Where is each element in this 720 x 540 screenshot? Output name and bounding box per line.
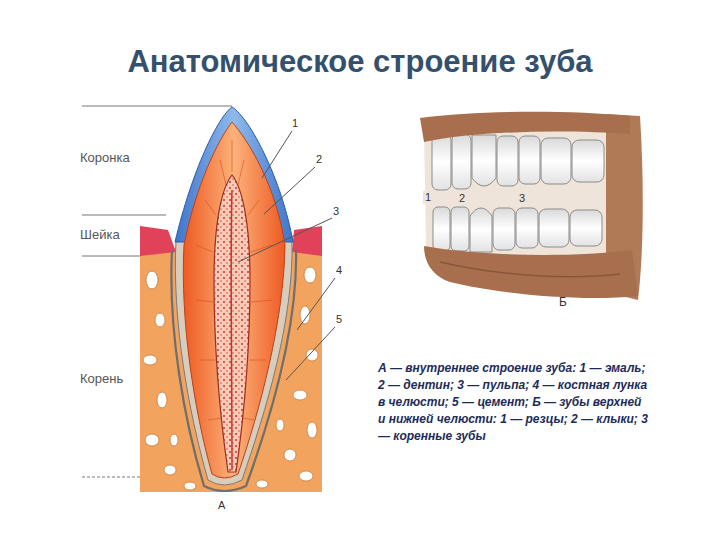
tooth	[451, 207, 469, 251]
tooth	[570, 210, 602, 246]
lower-lip	[424, 246, 638, 298]
tooth	[539, 209, 569, 247]
skin-shade	[440, 262, 620, 277]
tooth	[452, 134, 471, 189]
caption: А — внутреннее строение зуба: 1 — эмаль;…	[378, 360, 650, 445]
tooth	[470, 208, 492, 252]
mouth	[424, 122, 616, 260]
leader-line	[238, 218, 332, 262]
figure-letter: А	[218, 499, 225, 512]
pulp	[214, 175, 250, 472]
divider-line	[82, 106, 232, 107]
callout-number: 3	[517, 192, 527, 205]
divider-line	[82, 256, 140, 257]
tooth	[519, 136, 540, 184]
callout-number: 4	[336, 264, 342, 277]
tooth	[541, 138, 571, 184]
callout-number: 3	[333, 205, 339, 218]
callout-number: 2	[457, 192, 467, 205]
gum	[140, 226, 176, 256]
figure-letter: Б	[559, 296, 567, 310]
title: Анатомическое строение зуба	[127, 44, 592, 80]
leader-lines	[238, 131, 335, 380]
tooth	[493, 208, 515, 250]
upper-teeth	[432, 134, 604, 190]
leader-line	[286, 327, 335, 380]
region-label: Коронка	[80, 151, 130, 166]
callout-number: 2	[316, 153, 322, 166]
tooth-section	[175, 107, 293, 485]
leader-line	[297, 278, 335, 330]
divider-line	[82, 215, 166, 216]
leader-line	[262, 131, 292, 178]
tooth	[516, 208, 538, 248]
tooth	[472, 135, 496, 186]
upper-lip	[420, 112, 630, 142]
tooth	[497, 136, 518, 186]
tooth	[572, 140, 604, 182]
callout-number: 1	[423, 191, 433, 204]
lower-teeth	[433, 207, 602, 252]
callout-number: 1	[292, 117, 298, 130]
leader-line	[264, 167, 315, 214]
tooth	[433, 207, 450, 251]
region-label: Шейка	[80, 228, 120, 243]
jaw-illustration	[420, 112, 643, 300]
callout-number: 5	[336, 313, 342, 326]
region-label: Корень	[80, 372, 123, 387]
pulp-vessel	[230, 190, 232, 470]
dentin	[183, 122, 285, 478]
tooth	[432, 134, 451, 190]
